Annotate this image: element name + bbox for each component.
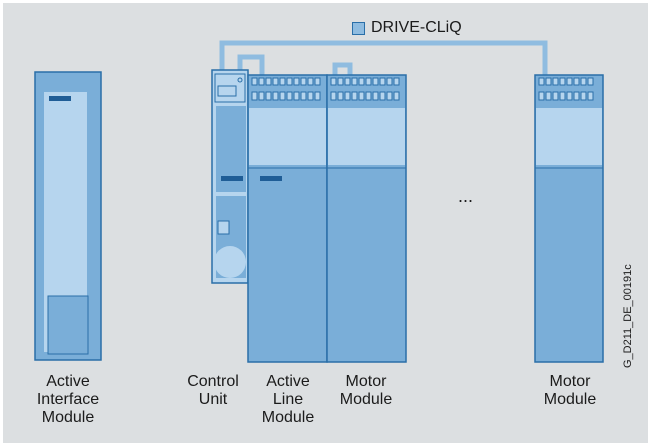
- cable-control-to-motor-2: [219, 40, 548, 75]
- label-active-line-module: Active Line Module: [261, 373, 315, 426]
- status-led: [49, 96, 71, 101]
- active-interface-module: [34, 71, 102, 361]
- drive-cliq-swatch: [352, 21, 365, 35]
- label-control-unit: Control Unit: [187, 373, 239, 408]
- motor-module-1: [326, 74, 407, 363]
- legend: DRIVE-CLiQ: [352, 18, 462, 38]
- drive-cliq-cables: [219, 40, 548, 75]
- document-id: G_D211_DE_00191c: [622, 264, 634, 368]
- motor-module-2: [534, 74, 604, 363]
- legend-label: DRIVE-CLiQ: [371, 19, 462, 36]
- cable-line-to-motor-1: [332, 62, 353, 75]
- more-modules-ellipsis: ...: [458, 186, 474, 206]
- label-motor-module-2: Motor Module: [543, 373, 597, 408]
- cable-control-to-line-module: [237, 54, 265, 75]
- active-line-module: [247, 74, 328, 363]
- label-motor-module-1: Motor Module: [339, 373, 393, 408]
- control-unit-led: [221, 176, 243, 181]
- label-active-interface-module: Active Interface Module: [36, 373, 100, 426]
- control-unit: [211, 69, 249, 284]
- line-module-led: [260, 176, 282, 181]
